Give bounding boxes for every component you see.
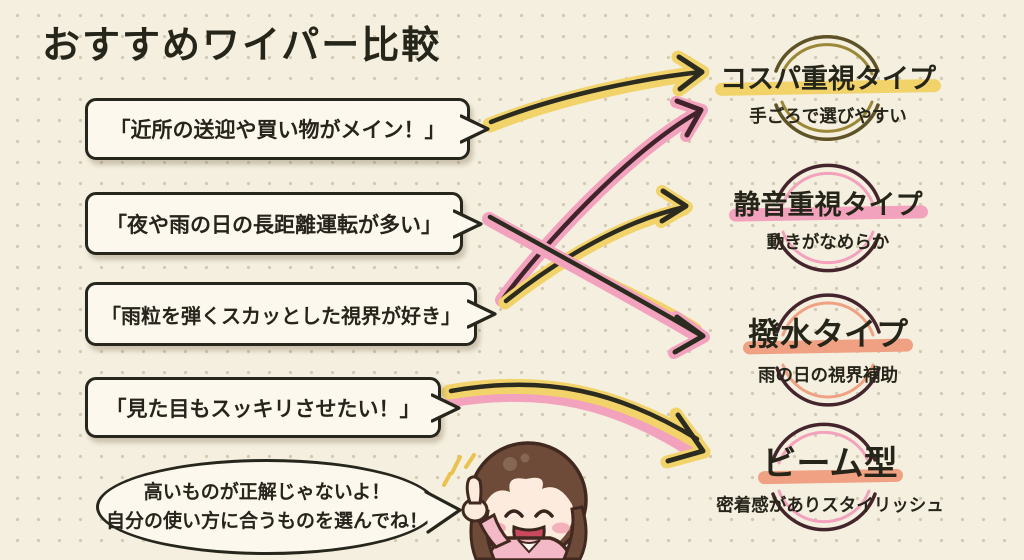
arrow-bubble2-to-type3 <box>482 212 710 359</box>
advice-bubble-tail <box>424 490 462 534</box>
bubble-tail <box>467 299 497 329</box>
type-card-seion: 静音重視タイプ 動きがなめらか <box>697 183 959 254</box>
speech-bubble-3: 「雨粒を弾くスカッとした視界が好き」 <box>85 282 497 346</box>
character-face <box>483 471 573 553</box>
hair-shine <box>503 457 517 471</box>
type-2-title: 静音重視タイプ <box>728 183 928 222</box>
speech-bubble-1: 「近所の送迎や買い物がメイン！」 <box>85 98 490 160</box>
character-blush <box>552 522 570 534</box>
bubble-tail <box>460 114 490 144</box>
sparkle-icon <box>442 472 452 487</box>
advice-line-2: 自分の使い方に合うものを選んでね！ <box>105 511 429 532</box>
type-1-subtitle: 手ごろで選びやすい <box>749 106 907 126</box>
advice-line-1: 高いものが正解じゃないよ！ <box>143 481 391 503</box>
speech-bubble-4: 「見た目もスッキリさせたい！」 <box>85 377 461 438</box>
character-eye-right <box>534 509 554 518</box>
arrow-bubble3-to-type2 <box>498 185 693 310</box>
type-2-subtitle: 動きがなめらか <box>766 232 890 252</box>
type-3-subtitle: 雨の日の視界補助 <box>758 365 898 385</box>
speech-bubble-3-text: 「雨粒を弾くスカッとした視界が好き」 <box>101 305 461 328</box>
character-sleeve <box>478 512 512 549</box>
type-card-hassui: 撥水タイプ 雨の日の視界補助 <box>697 309 959 387</box>
hair-shine <box>520 453 530 463</box>
sparkle-icon <box>464 453 476 469</box>
character-illustration <box>442 441 588 560</box>
page-title: おすすめワイパー比較 <box>42 25 442 67</box>
character-eye-left <box>504 509 524 518</box>
character-hair-lock <box>561 505 588 560</box>
arrow-bubble1-to-type1 <box>482 50 710 133</box>
advice-bubble: 高いものが正解じゃないよ！ 自分の使い方に合うものを選んでね！ <box>96 459 462 555</box>
character-collar <box>517 539 541 554</box>
type-1-title: コスパ重視タイプ <box>714 57 942 96</box>
type-4-title: ビーム型 <box>757 436 903 485</box>
speech-bubble-1-text: 「近所の送迎や買い物がメイン！」 <box>109 119 446 142</box>
type-3-title: 撥水タイプ <box>742 309 914 355</box>
speech-bubble-2: 「夜や雨の日の長距離運転が多い」 <box>85 192 483 255</box>
type-card-beam: ビーム型 密着感がありスタイリッシュ <box>690 436 970 517</box>
speech-bubble-4-text: 「見た目もスッキリさせたい！」 <box>105 397 421 421</box>
sparkle-icon <box>450 455 462 475</box>
character-finger <box>465 475 483 505</box>
type-card-cospa: コスパ重視タイプ 手ごろで選びやすい <box>697 57 959 128</box>
bubble-tail <box>453 208 483 239</box>
character-bangs <box>483 460 574 508</box>
arrow-bubble3-to-type1 <box>495 96 708 307</box>
speech-bubble-2-text: 「夜や雨の日の長距離運転が多い」 <box>106 213 442 237</box>
type-4-subtitle: 密着感がありスタイリッシュ <box>716 495 944 515</box>
